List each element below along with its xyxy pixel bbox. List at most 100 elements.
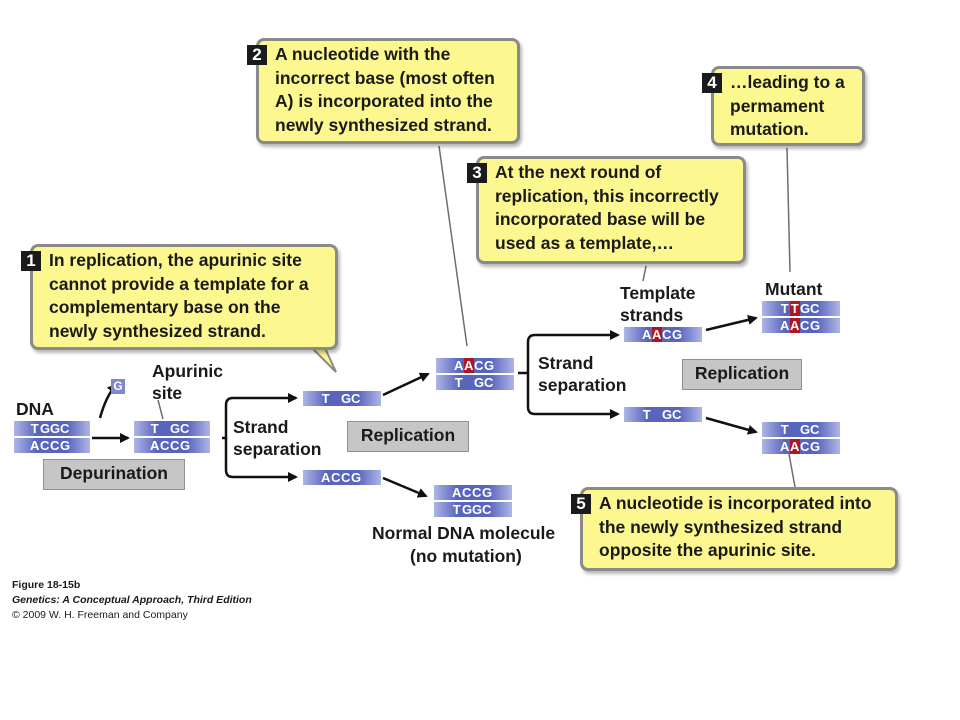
figure-caption: Figure 18-15b Genetics: A Conceptual App… <box>12 578 252 623</box>
nucleotide-base: T <box>454 375 464 390</box>
nucleotide-base: G <box>462 502 473 517</box>
removed-base-g: G <box>111 379 125 394</box>
nucleotide-base: A <box>652 327 662 342</box>
nucleotide-base: C <box>180 421 190 436</box>
second-product-top-strand: T GC <box>762 422 840 437</box>
nucleotide-base: T <box>780 422 790 437</box>
arrow-replication-upper <box>382 372 430 397</box>
apurinic-bottom-strand: ACCG <box>134 438 210 453</box>
process-replication-1: Replication <box>347 421 469 452</box>
nucleotide-base <box>160 421 170 436</box>
pointer-callout-3 <box>642 265 647 282</box>
nucleotide-base: A <box>30 438 40 453</box>
nucleotide-base <box>652 407 662 422</box>
label-apurinic-site: Apurinic site <box>152 361 223 403</box>
nucleotide-base: C <box>160 438 170 453</box>
normal-dna-bottom-strand: TGGC <box>434 502 512 517</box>
nucleotide-base: A <box>150 438 160 453</box>
caption-copyright: © 2009 W. H. Freeman and Company <box>12 609 188 621</box>
process-depurination: Depurination <box>43 459 185 490</box>
callout-4-number: 4 <box>702 73 722 93</box>
nucleotide-base: C <box>810 301 820 316</box>
nucleotide-base: A <box>454 358 464 373</box>
nucleotide-base: A <box>452 485 462 500</box>
nucleotide-base: C <box>331 470 341 485</box>
arrow-replication2-upper <box>705 315 758 332</box>
nucleotide-base: T <box>642 407 652 422</box>
nucleotide-base: T <box>780 301 790 316</box>
label-strand-separation-2: Strand separation <box>538 353 627 395</box>
nucleotide-base: T <box>150 421 160 436</box>
nucleotide-base: C <box>672 407 682 422</box>
nucleotide-base: T <box>790 301 800 316</box>
callout-2-number: 2 <box>247 45 267 65</box>
nucleotide-base: T <box>452 502 462 517</box>
callout-1-number: 1 <box>21 251 41 271</box>
separated-upper-strand: T GC <box>303 391 381 406</box>
nucleotide-base: C <box>800 318 810 333</box>
nucleotide-base: T <box>321 391 331 406</box>
dna-top-strand: TGGC <box>14 421 90 436</box>
arrow-separation2-upper <box>518 330 620 375</box>
template-strand-b: T GC <box>624 407 702 422</box>
nucleotide-base: A <box>790 439 800 454</box>
nucleotide-base: G <box>472 502 483 517</box>
pointer-callout-4 <box>786 147 791 273</box>
nucleotide-base: C <box>662 327 672 342</box>
callout-1: 1 In replication, the apurinic site cann… <box>21 244 338 350</box>
nucleotide-base: G <box>60 438 71 453</box>
callout-3: 3 At the next round of replication, this… <box>467 156 746 264</box>
nucleotide-base: G <box>50 421 61 436</box>
pointer-callout-2 <box>438 145 468 347</box>
nucleotide-base: G <box>474 375 485 390</box>
callout-4: 4 …leading to a permament mutation. <box>702 66 865 146</box>
nucleotide-base: C <box>50 438 60 453</box>
arrow-replication-lower <box>382 476 428 498</box>
nucleotide-base: G <box>672 327 683 342</box>
nucleotide-base: A <box>780 318 790 333</box>
arrow-replication2-lower <box>705 416 758 435</box>
label-normal-dna: Normal DNA molecule <box>372 523 556 543</box>
process-replication-2: Replication <box>682 359 802 390</box>
replicated-upper-top-strand: AACG <box>436 358 514 373</box>
label-strand-separation-1: Strand separation <box>233 417 322 459</box>
nucleotide-base: C <box>351 391 361 406</box>
nucleotide-base: C <box>482 502 492 517</box>
nucleotide-base: G <box>800 301 811 316</box>
arrow-separation-lower <box>224 438 298 482</box>
arrow-separation2-lower <box>526 373 620 419</box>
label-template-strands: Template strands <box>620 283 696 325</box>
nucleotide-base: C <box>60 421 70 436</box>
label-no-mutation: (no mutation) <box>410 546 522 566</box>
nucleotide-base: C <box>800 439 810 454</box>
caption-figure-number: Figure 18-15b <box>12 579 81 591</box>
nucleotide-base: G <box>351 470 362 485</box>
callout-4-text: …leading to a permament mutation. <box>730 72 845 139</box>
replicated-upper-bottom-strand: T GC <box>436 375 514 390</box>
nucleotide-base: G <box>810 318 821 333</box>
label-mutant: Mutant <box>765 279 823 299</box>
dna-bottom-strand: ACCG <box>14 438 90 453</box>
nucleotide-base: G <box>170 421 181 436</box>
callout-1-text: In replication, the apurinic site cannot… <box>49 250 309 341</box>
separated-lower-strand: ACCG <box>303 470 381 485</box>
nucleotide-base: C <box>472 485 482 500</box>
callout-2: 2 A nucleotide with the incorrect base (… <box>247 38 520 144</box>
nucleotide-base: C <box>462 485 472 500</box>
second-product-bottom-strand: AACG <box>762 439 840 454</box>
template-strand-a: AACG <box>624 327 702 342</box>
arrow-separation-upper <box>222 393 298 440</box>
normal-dna-top-strand: ACCG <box>434 485 512 500</box>
nucleotide-base: A <box>642 327 652 342</box>
nucleotide-base <box>331 391 341 406</box>
nucleotide-base: G <box>810 439 821 454</box>
nucleotide-base: C <box>810 422 820 437</box>
nucleotide-base: G <box>482 485 493 500</box>
nucleotide-base: G <box>484 358 495 373</box>
nucleotide-base <box>790 422 800 437</box>
nucleotide-base: A <box>790 318 800 333</box>
nucleotide-base: G <box>341 391 352 406</box>
